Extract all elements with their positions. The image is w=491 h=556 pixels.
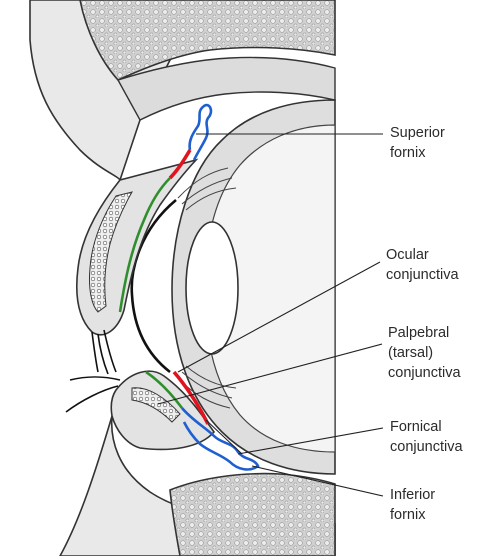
label-palpebral-conjunctiva-line-1: Palpebral — [388, 323, 461, 343]
label-superior-fornix-line-1: Superior — [390, 123, 445, 143]
label-superior-fornix-line-2: fornix — [390, 143, 445, 163]
label-inferior-fornix-line-2: fornix — [390, 505, 435, 525]
label-superior-fornix: Superior fornix — [390, 123, 445, 163]
label-fornical-conjunctiva-line-2: conjunctiva — [390, 437, 463, 457]
lower-orbital-bone — [170, 474, 335, 556]
superior-fornix-line — [190, 105, 211, 160]
label-palpebral-conjunctiva: Palpebral (tarsal) conjunctiva — [388, 323, 461, 383]
label-inferior-fornix: Inferior fornix — [390, 485, 435, 525]
label-ocular-conjunctiva: Ocular conjunctiva — [386, 245, 459, 285]
label-palpebral-conjunctiva-line-3: conjunctiva — [388, 363, 461, 383]
label-ocular-conjunctiva-line-1: Ocular — [386, 245, 459, 265]
label-inferior-fornix-line-1: Inferior — [390, 485, 435, 505]
label-palpebral-conjunctiva-line-2: (tarsal) — [388, 343, 461, 363]
lens — [186, 222, 238, 354]
upper-eyelashes — [92, 330, 116, 374]
label-fornical-conjunctiva: Fornical conjunctiva — [390, 417, 463, 457]
label-ocular-conjunctiva-line-2: conjunctiva — [386, 265, 459, 285]
label-fornical-conjunctiva-line-1: Fornical — [390, 417, 463, 437]
